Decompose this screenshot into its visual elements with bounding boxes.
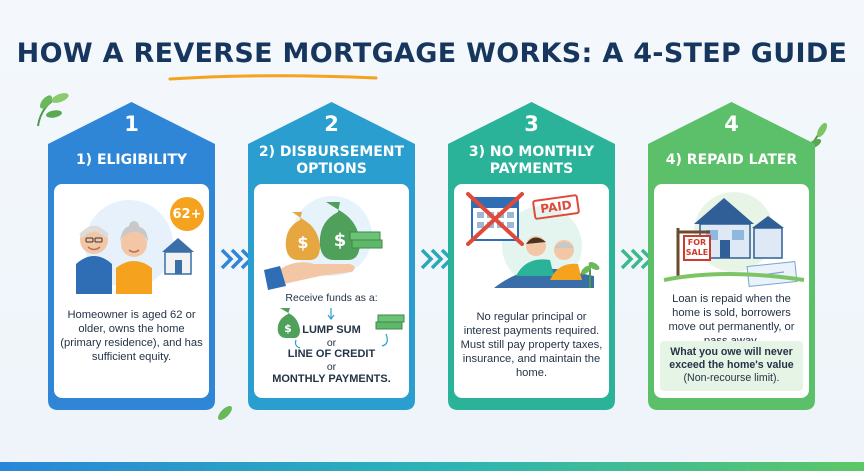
step-panel: $ $ Receive funds as a: $ LUMP SUM or LI… (254, 184, 409, 398)
svg-text:$: $ (334, 230, 347, 251)
step-number: 2 (324, 112, 339, 136)
money-bags-illustration: $ $ (264, 196, 383, 290)
option-icons: $ (277, 308, 405, 349)
option-or-2: or (326, 361, 337, 373)
leaf-decoration-bottom (218, 406, 232, 420)
option-lump-sum: LUMP SUM (302, 324, 361, 336)
note-bold: What you owe will never exceed the home'… (669, 346, 794, 371)
step-panel: 62+ Homeowner is aged 62 or older, owns … (54, 184, 209, 398)
title-underline (168, 74, 378, 81)
step-card-3: 3 3) NO MONTHLY PAYMENTS (446, 100, 617, 412)
relaxing-couple-illustration (466, 192, 600, 288)
svg-text:$: $ (284, 322, 292, 335)
step-heading: 4) REPAID LATER (665, 152, 798, 168)
bottom-gradient-bar (0, 462, 864, 471)
step-card-2: 2 2) DISBURSEMENT OPTIONS $ $ Receive fu… (246, 100, 417, 412)
option-monthly-payments: MONTHLY PAYMENTS. (272, 373, 391, 385)
option-line-of-credit: LINE OF CREDIT (287, 348, 376, 360)
step-description: Homeowner is aged 62 or older, owns the … (60, 309, 203, 363)
step-heading: 2) DISBURSEMENT OPTIONS (258, 144, 405, 177)
step-number: 1 (124, 112, 139, 136)
note-rest: (Non-recourse limit). (683, 372, 780, 384)
for-sale-sign-label: FOR SALE (685, 238, 709, 257)
step-panel: PAID No regular principal or interest pa… (454, 184, 609, 398)
step-heading: 3) NO MONTHLY PAYMENTS (468, 144, 595, 177)
disbursement-intro: Receive funds as a: (285, 292, 378, 304)
age-badge-label: 62+ (172, 207, 202, 222)
svg-text:$: $ (297, 233, 308, 252)
page-title: HOW A REVERSE MORTGAGE WORKS: A 4-STEP G… (0, 38, 864, 69)
step-description: No regular principal or interest payment… (460, 311, 603, 379)
title-part-1: HOW A (16, 38, 134, 69)
option-or-1: or (326, 337, 337, 349)
title-part-2: WORKS: A 4-STEP GUIDE (456, 38, 848, 69)
house-for-sale-illustration (663, 192, 805, 288)
step-card-4: 4 4) REPAID LATER FOR SALE Loan is repai… (646, 100, 817, 412)
step-description: Loan is repaid when the home is sold, bo… (668, 293, 795, 347)
step-card-1: 1 1) ELIGIBILITY 62+ Homeowner is age (46, 100, 217, 412)
title-highlight: REVERSE MORTGAGE (133, 38, 457, 69)
elderly-couple-illustration (76, 197, 204, 294)
step-heading: 1) ELIGIBILITY (75, 152, 188, 168)
step-number: 3 (524, 112, 539, 136)
non-recourse-note: What you owe will never exceed the home'… (660, 341, 803, 391)
leaf-decoration-left (37, 93, 69, 127)
step-panel: FOR SALE Loan is repaid when the home is… (654, 184, 809, 398)
step-number: 4 (724, 112, 739, 136)
